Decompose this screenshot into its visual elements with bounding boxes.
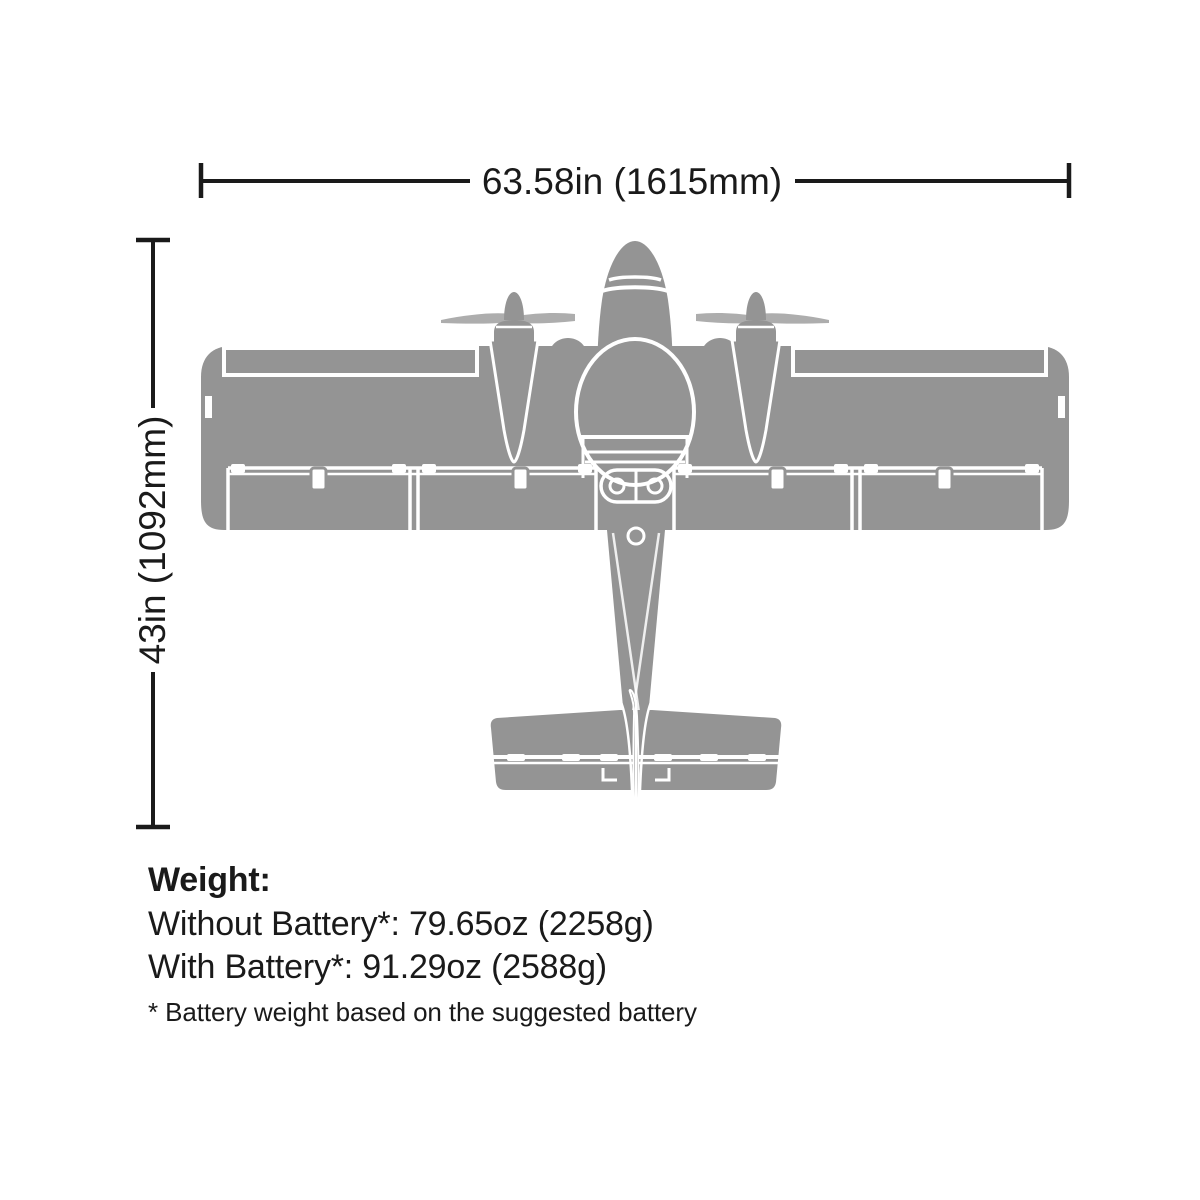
weight-footnote: * Battery weight based on the suggested … (148, 997, 697, 1028)
weight-spec-block: Weight: Without Battery*: 79.65oz (2258g… (148, 860, 908, 1030)
left-propeller-blade-inner (517, 312, 575, 324)
elevator-hinge-mark-4 (654, 754, 672, 761)
left-spinner (504, 292, 524, 320)
length-label: 43in (1092mm) (132, 416, 173, 665)
right-hinge-cap-mid-b (864, 464, 878, 473)
left-flap-control-horn (511, 466, 530, 492)
elevator-hinge-mark-1 (507, 754, 525, 761)
aircraft-silhouette (201, 241, 1069, 829)
right-leading-edge-panel (791, 346, 1048, 377)
wingspan-label: 63.58in (1615mm) (482, 161, 782, 202)
right-wingtip-notch (1058, 396, 1065, 418)
right-hinge-cap-outer (1025, 464, 1039, 473)
right-aileron-control-horn (935, 466, 954, 492)
tail-boom-seam-left (611, 532, 645, 741)
length-dimension: 43in (1092mm) (132, 237, 173, 830)
right-hinge-cap-inner (678, 464, 692, 473)
right-propeller-blade-outer (757, 313, 829, 324)
fin-fillet-left (618, 699, 634, 791)
left-nacelle-fairing (488, 338, 540, 464)
left-wing-control-surfaces (226, 464, 598, 530)
weight-heading: Weight: (148, 861, 271, 899)
elevator-horn-right (655, 768, 671, 782)
right-spinner (746, 292, 766, 320)
wingspan-dimension: 63.58in (1615mm) (198, 161, 1072, 202)
battery-hatch-screw-left (608, 477, 626, 495)
left-hinge-cap-inner (578, 464, 592, 473)
weight-without-battery: Without Battery*: 79.65oz (2258g) (148, 905, 654, 944)
right-wing-control-surfaces (672, 464, 1044, 530)
weight-with-battery: With Battery*: 91.29oz (2588g) (148, 947, 607, 986)
left-hinge-cap-mid-b (422, 464, 436, 473)
right-propeller-blade-inner (696, 312, 755, 324)
nose-seam-upper (608, 275, 662, 282)
fuselage-nose (597, 241, 673, 466)
elevator-hinge-marks (507, 754, 766, 761)
elevator-hinge-mark-6 (748, 754, 766, 761)
elevator-horn-left (601, 768, 617, 782)
right-nacelle-fairing (730, 338, 782, 464)
right-engine-nacelle (730, 292, 782, 464)
right-nacelle-body (736, 320, 776, 346)
left-engine-nacelle (488, 292, 540, 464)
elevator-hinge-mark-3 (600, 754, 618, 761)
left-propeller-blade-outer (441, 313, 513, 324)
right-wing-dome (700, 338, 740, 360)
boom-access-port (626, 526, 646, 546)
right-hinge-cap-mid-a (834, 464, 848, 473)
left-hinge-cap-mid-a (392, 464, 406, 473)
right-flap-control-horn (768, 466, 787, 492)
left-leading-edge-panel (222, 346, 479, 377)
left-aileron-control-horn (309, 466, 328, 492)
elevator-hinge-mark-2 (562, 754, 580, 761)
left-nacelle-body (494, 320, 534, 346)
battery-hatch (599, 468, 673, 504)
left-wingtip-notch (205, 396, 212, 418)
elevator-hinge-mark-5 (700, 754, 718, 761)
left-hinge-cap-outer (231, 464, 245, 473)
battery-hatch-screw-right (646, 477, 664, 495)
nose-seam-lower (601, 285, 669, 293)
fin-fillet-right (638, 699, 654, 791)
propeller-group (441, 312, 829, 324)
left-wing-dome (548, 338, 588, 360)
